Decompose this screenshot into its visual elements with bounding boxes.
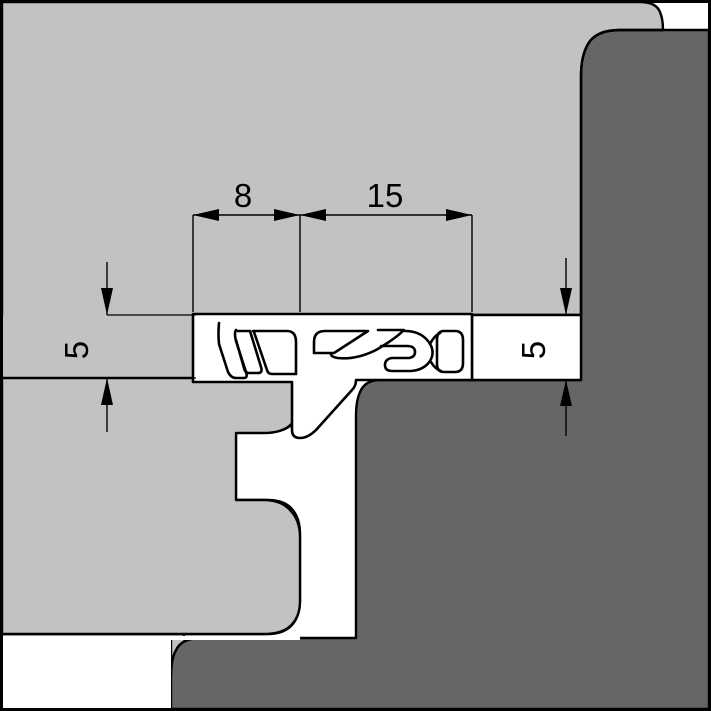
dimension-8-arrow-right: [274, 209, 300, 221]
door-leaf-lower-fill: [3, 316, 192, 377]
dimension-8: 8: [192, 177, 301, 312]
dimension-5-left-arrow-top: [101, 288, 113, 315]
bottom-white-gap: [2, 636, 300, 709]
dimension-5-right-arrow-top: [560, 288, 572, 315]
dimension-15: 15: [300, 177, 473, 312]
dimension-15-label: 15: [367, 177, 404, 214]
dimension-15-arrow-right: [446, 209, 472, 221]
dimension-5-left: 5: [58, 262, 196, 432]
seal-left-fins: [217, 321, 298, 380]
door-leaf-body-lower: [0, 376, 302, 636]
door-leaf-outline-top: [579, 28, 665, 317]
dimension-5-right: 5: [478, 258, 572, 436]
dimension-5-left-arrow-bottom: [101, 378, 113, 405]
dimension-5-right-label: 5: [515, 341, 552, 359]
dimension-5-left-label: 5: [58, 341, 95, 359]
dimension-5-right-arrow-bottom: [560, 380, 572, 406]
dimension-15-arrow-left: [300, 209, 326, 221]
seal-center-hook: [312, 328, 465, 374]
dimension-8-label: 8: [234, 177, 252, 214]
dimension-8-arrow-left: [193, 209, 219, 221]
